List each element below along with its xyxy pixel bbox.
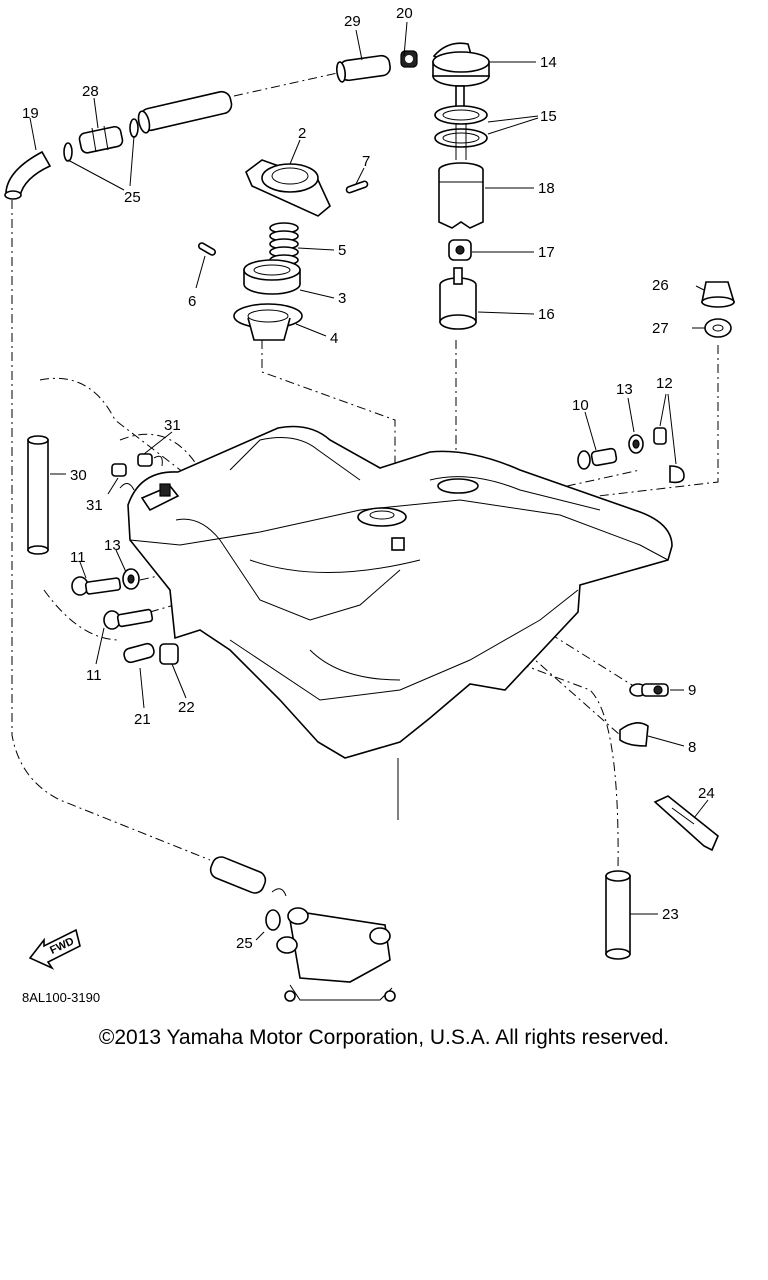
part-28-connector bbox=[78, 125, 124, 154]
callout-20: 20 bbox=[396, 5, 413, 22]
callout-21: 21 bbox=[134, 711, 151, 728]
upper-long-hose bbox=[137, 90, 233, 134]
callout-25-upper: 25 bbox=[124, 189, 141, 206]
part-4-filler-neck bbox=[233, 303, 303, 341]
callout-28: 28 bbox=[82, 83, 99, 100]
part-7-pin bbox=[345, 180, 369, 194]
part-9-screw bbox=[629, 683, 669, 697]
callout-13-right: 13 bbox=[616, 381, 633, 398]
part-2-filler-cap bbox=[245, 159, 331, 217]
callout-31-upper: 31 bbox=[164, 417, 181, 434]
leader-lines bbox=[29, 21, 709, 941]
part-29-hose bbox=[336, 54, 391, 83]
callout-15: 15 bbox=[540, 108, 557, 125]
part-26-cap bbox=[701, 281, 736, 308]
part-25-washers-lower bbox=[265, 888, 287, 931]
part-8-clip bbox=[619, 722, 649, 747]
part-23-tube bbox=[605, 870, 631, 960]
callout-numbers: 29 20 14 15 19 28 25 2 7 18 5 17 6 3 4 1… bbox=[22, 5, 715, 952]
callout-27: 27 bbox=[652, 320, 669, 337]
callout-11-upper: 11 bbox=[70, 549, 86, 566]
part-10-screw bbox=[577, 447, 618, 470]
callout-26: 26 bbox=[652, 277, 669, 294]
part-12-parts bbox=[653, 427, 685, 484]
callout-31-lower: 31 bbox=[86, 497, 103, 514]
callout-30: 30 bbox=[70, 467, 87, 484]
forward-arrow-icon: FWD bbox=[28, 928, 81, 970]
callout-9: 9 bbox=[688, 682, 696, 699]
part-15-seal-rings bbox=[434, 105, 488, 160]
part-31-clips bbox=[111, 453, 163, 491]
callout-2: 2 bbox=[298, 125, 306, 142]
callout-5: 5 bbox=[338, 242, 346, 259]
callout-4: 4 bbox=[330, 330, 338, 347]
part-21-hose bbox=[123, 642, 155, 664]
fuel-filter-block bbox=[276, 907, 396, 1002]
part-5-spring bbox=[269, 222, 299, 266]
callout-19: 19 bbox=[22, 105, 39, 122]
callout-12: 12 bbox=[656, 375, 673, 392]
part-20-clip bbox=[400, 50, 418, 68]
parts-diagram: FWD bbox=[4, 5, 736, 1005]
part-27-washer bbox=[704, 318, 732, 338]
part-25-washers-upper bbox=[63, 118, 139, 162]
callout-17: 17 bbox=[538, 244, 555, 261]
callout-8: 8 bbox=[688, 739, 696, 756]
part-11-bolt-upper bbox=[71, 576, 122, 596]
callout-13-left: 13 bbox=[104, 537, 121, 554]
drawing-code: 8AL100-3190 bbox=[22, 990, 100, 1005]
callout-6: 6 bbox=[188, 293, 196, 310]
callout-18: 18 bbox=[538, 180, 555, 197]
callout-7: 7 bbox=[362, 153, 370, 170]
copyright-notice: ©2013 Yamaha Motor Corporation, U.S.A. A… bbox=[98, 1026, 670, 1049]
part-11-bolt-lower bbox=[103, 608, 154, 630]
callout-22: 22 bbox=[178, 699, 195, 716]
callout-16: 16 bbox=[538, 306, 555, 323]
callout-10: 10 bbox=[572, 397, 589, 414]
part-24-strap bbox=[653, 795, 719, 852]
part-6-pin bbox=[198, 242, 216, 256]
callout-14: 14 bbox=[540, 54, 557, 71]
callout-29: 29 bbox=[344, 13, 361, 30]
part-30-tube bbox=[27, 435, 49, 555]
callout-3: 3 bbox=[338, 290, 346, 307]
part-19-bent-hose bbox=[4, 150, 52, 200]
part-3-ring bbox=[243, 259, 301, 295]
callout-24: 24 bbox=[698, 785, 715, 802]
part-13-washer-right bbox=[628, 434, 644, 454]
part-16-valve bbox=[439, 267, 477, 330]
part-13-washer-left bbox=[122, 568, 140, 590]
part-14-pickup-cap bbox=[432, 42, 490, 109]
lower-hose bbox=[209, 856, 267, 894]
callout-23: 23 bbox=[662, 906, 679, 923]
part-22-clip bbox=[159, 643, 179, 665]
fuel-tank bbox=[127, 425, 673, 820]
callout-25-lower: 25 bbox=[236, 935, 253, 952]
callout-11-lower: 11 bbox=[86, 667, 102, 684]
part-18-strainer bbox=[438, 162, 484, 229]
part-17-clip bbox=[448, 239, 472, 261]
